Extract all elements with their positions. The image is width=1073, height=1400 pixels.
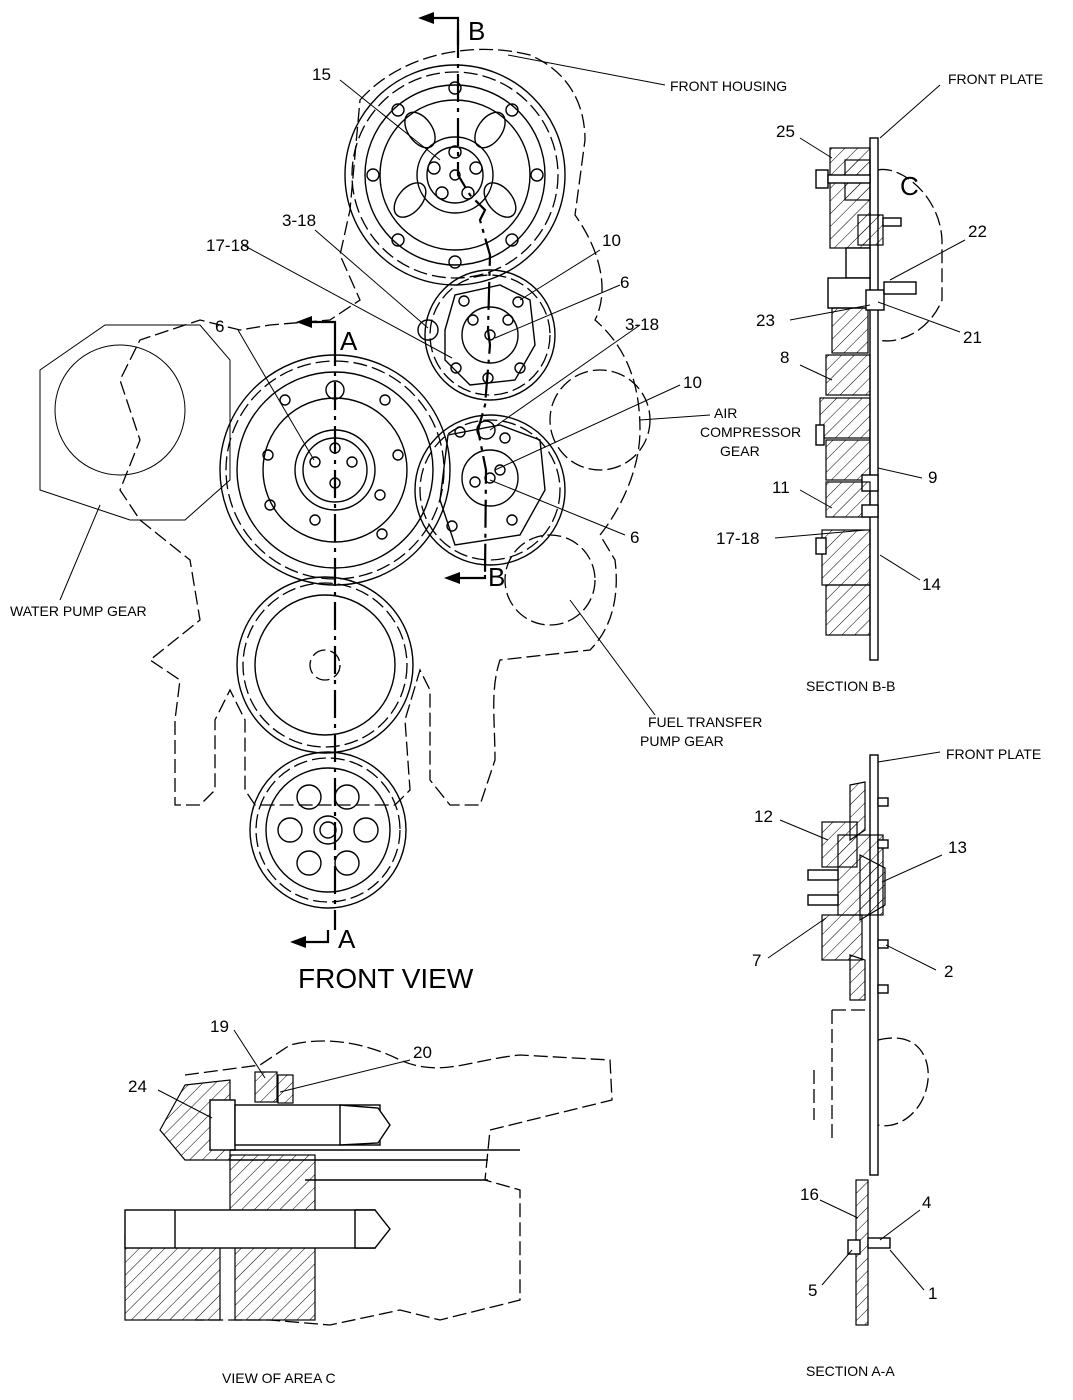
section-aa-leaders	[767, 751, 943, 1291]
air-compressor-gear	[549, 369, 651, 471]
callout-11: 11	[772, 478, 790, 497]
callout-4: 4	[922, 1193, 931, 1212]
label-front-plate-bottom: FRONT PLATE	[946, 746, 1041, 762]
callout-12: 12	[754, 807, 773, 826]
label-front-housing: FRONT HOUSING	[670, 78, 787, 94]
callout-10-upper: 10	[602, 231, 621, 250]
callout-6-lower: 6	[630, 528, 639, 547]
front-view: B B A A 15 3-18 17-18 10 6 6 3-18 10 6	[10, 12, 801, 994]
callout-24: 24	[128, 1077, 147, 1096]
area-letter-c: C	[900, 171, 919, 201]
idler-gear-middle	[417, 269, 556, 401]
callout-16: 16	[800, 1185, 819, 1204]
callout-3-18-lower: 3-18	[625, 315, 659, 334]
label-air-compressor-1: AIR	[714, 405, 737, 421]
callout-3-18-upper: 3-18	[282, 211, 316, 230]
callout-17-18-bb: 17-18	[716, 529, 759, 548]
section-aa: FRONT PLATE 12 13 7 2 16 4 5 1 SECTION A…	[752, 746, 1041, 1379]
front-housing-outline	[119, 48, 641, 806]
callout-14: 14	[922, 575, 941, 594]
callout-19: 19	[210, 1017, 229, 1036]
label-fuel-transfer-1: FUEL TRANSFER	[648, 714, 762, 730]
crankshaft-gear	[236, 576, 414, 754]
fuel-transfer-pump-gear	[504, 534, 596, 626]
idler-gear-top	[344, 64, 566, 286]
callout-2: 2	[944, 962, 953, 981]
callout-7: 7	[752, 951, 761, 970]
label-section-bb: SECTION B-B	[806, 678, 895, 694]
label-view-of-area-c: VIEW OF AREA C	[222, 1370, 336, 1386]
section-bb-leaders	[774, 84, 966, 581]
water-pump-gear	[54, 344, 186, 476]
label-air-compressor-2: COMPRESSOR	[700, 424, 801, 440]
section-letter-b-top: B	[468, 16, 485, 46]
callout-17-18: 17-18	[206, 236, 249, 255]
callout-23: 23	[756, 311, 775, 330]
section-arrow-b-bottom	[450, 575, 487, 580]
label-front-plate-top: FRONT PLATE	[948, 71, 1043, 87]
callout-13: 13	[948, 838, 967, 857]
callout-6-upper: 6	[620, 273, 629, 292]
callout-25: 25	[776, 122, 795, 141]
section-line-bb	[456, 30, 492, 576]
callout-10-lower: 10	[683, 373, 702, 392]
callout-6-left: 6	[215, 317, 224, 336]
label-water-pump-gear: WATER PUMP GEAR	[10, 603, 147, 619]
label-fuel-transfer-2: PUMP GEAR	[640, 733, 724, 749]
callout-1: 1	[928, 1284, 937, 1303]
view-c-leaders	[157, 1029, 411, 1119]
callout-5: 5	[808, 1281, 817, 1300]
label-front-view: FRONT VIEW	[298, 963, 474, 994]
label-air-compressor-3: GEAR	[720, 443, 760, 459]
compressor-drive-gear	[414, 414, 566, 566]
section-letter-a-top: A	[340, 326, 358, 356]
section-bb: FRONT PLATE C 25 22 23 21 8 9 11 17-18 1…	[716, 71, 1043, 694]
front-pulley-gear	[249, 751, 407, 909]
label-section-aa: SECTION A-A	[806, 1363, 895, 1379]
front-plate-aa	[869, 754, 879, 1176]
callout-15: 15	[312, 65, 331, 84]
callout-22: 22	[968, 222, 987, 241]
callout-9: 9	[928, 468, 937, 487]
section-arrow-b-top	[425, 16, 460, 45]
water-pump-housing	[39, 324, 231, 521]
front-view-leaders	[59, 54, 711, 716]
callout-21: 21	[963, 328, 982, 347]
callout-20: 20	[413, 1043, 432, 1062]
section-letter-a-bottom: A	[338, 924, 356, 954]
section-letter-b-bottom: B	[488, 562, 505, 592]
callout-8: 8	[780, 348, 789, 367]
view-of-area-c: 19 20 24 VIEW OF AREA C	[124, 1017, 613, 1386]
